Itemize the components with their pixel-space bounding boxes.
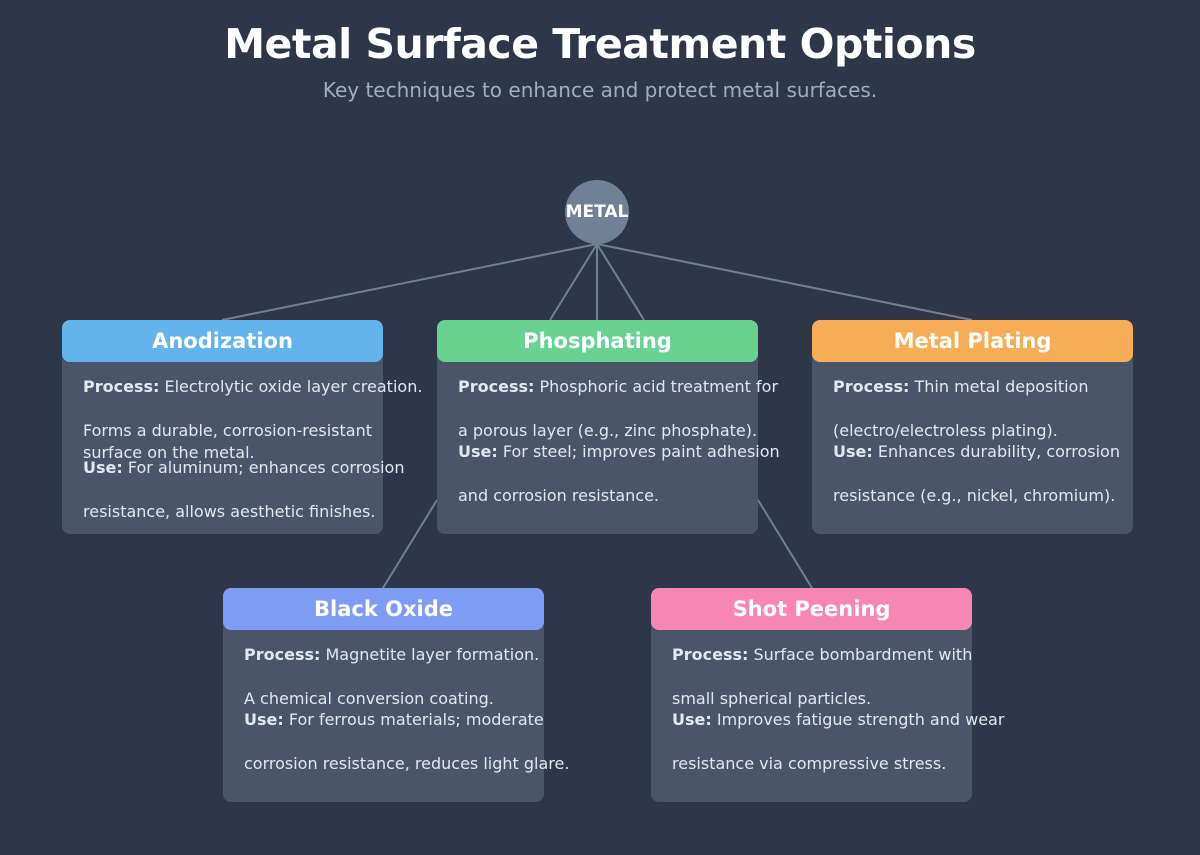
card-shot-peening-use-line-2: resistance via compressive stress.	[672, 754, 947, 773]
card-anodization-use-line-2: resistance, allows aesthetic finishes.	[83, 502, 376, 521]
card-phosphating-header: Phosphating	[437, 320, 758, 362]
metal-hub-label: METAL	[565, 202, 629, 222]
card-anodization-use-line-1: Use: For aluminum; enhances corrosion	[83, 458, 405, 477]
card-metal-plating-process-line-1: Process: Thin metal deposition	[833, 377, 1089, 396]
connector-metal-phosphating-left	[549, 243, 598, 321]
card-shot-peening-title: Shot Peening	[732, 597, 891, 621]
card-black-oxide-process-line-1: Process: Magnetite layer formation.	[244, 645, 540, 664]
card-phosphating-process-line-1: Process: Phosphoric acid treatment for	[458, 377, 779, 396]
connector-metal-phosphating-right	[596, 243, 645, 321]
card-metal-plating-use-line-1: Use: Enhances durability, corrosion	[833, 442, 1120, 461]
card-phosphating-process-line-2: a porous layer (e.g., zinc phosphate).	[458, 421, 758, 440]
connector-metal-anodization	[221, 243, 598, 321]
card-black-oxide-header: Black Oxide	[223, 588, 544, 630]
card-metal-plating-header: Metal Plating	[812, 320, 1133, 362]
card-anodization-process-line-1: Process: Electrolytic oxide layer creati…	[83, 377, 423, 396]
card-shot-peening-process-line-2: small spherical particles.	[672, 689, 872, 708]
diagram-subtitle: Key techniques to enhance and protect me…	[322, 78, 878, 102]
card-metal-plating-title: Metal Plating	[893, 329, 1052, 353]
card-anodization-header: Anodization	[62, 320, 383, 362]
card-shot-peening-process-line-1: Process: Surface bombardment with	[672, 645, 973, 664]
card-anodization-process-line-2: Forms a durable, corrosion-resistant	[83, 421, 372, 440]
card-black-oxide-use-line-1: Use: For ferrous materials; moderate	[244, 710, 544, 729]
diagram-title: Metal Surface Treatment Options	[224, 20, 976, 68]
card-phosphating-use-line-2: and corrosion resistance.	[458, 486, 660, 505]
card-metal-plating: Metal Plating Process: Thin metal deposi…	[812, 320, 1133, 534]
card-metal-plating-use-line-2: resistance (e.g., nickel, chromium).	[833, 486, 1116, 505]
card-black-oxide-use-line-2: corrosion resistance, reduces light glar…	[244, 754, 570, 773]
connector-phosphating-black-oxide	[382, 499, 438, 589]
connector-metal-plating	[596, 243, 973, 321]
card-black-oxide: Black Oxide Process: Magnetite layer for…	[223, 588, 569, 802]
connector-phosphating-shot-peening	[757, 499, 813, 589]
card-anodization-title: Anodization	[152, 329, 293, 353]
card-shot-peening-use-line-1: Use: Improves fatigue strength and wear	[672, 710, 1005, 729]
card-phosphating-use-line-1: Use: For steel; improves paint adhesion	[458, 442, 780, 461]
card-black-oxide-title: Black Oxide	[314, 597, 453, 621]
card-phosphating: Phosphating Process: Phosphoric acid tre…	[437, 320, 780, 534]
card-anodization-process-line-3: surface on the metal.	[83, 443, 255, 462]
card-phosphating-title: Phosphating	[523, 329, 672, 353]
card-shot-peening-header: Shot Peening	[651, 588, 972, 630]
card-black-oxide-process-line-2: A chemical conversion coating.	[244, 689, 494, 708]
card-shot-peening: Shot Peening Process: Surface bombardmen…	[651, 588, 1004, 802]
metal-hub-node: METAL	[565, 180, 629, 244]
card-metal-plating-process-line-2: (electro/electroless plating).	[833, 421, 1058, 440]
card-anodization: Anodization Process: Electrolytic oxide …	[62, 320, 422, 534]
